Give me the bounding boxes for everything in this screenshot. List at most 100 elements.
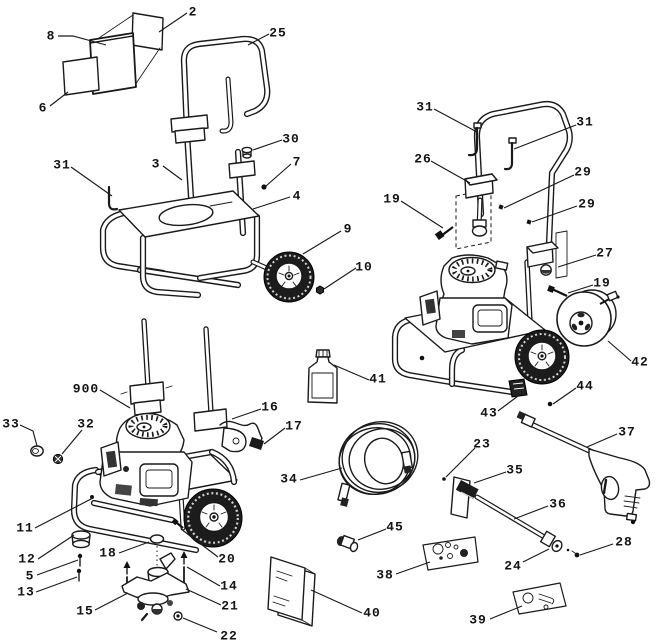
callout-label-2-0: 2 <box>189 5 198 20</box>
callout-label-38-46: 38 <box>376 568 394 583</box>
foot-43 <box>508 378 528 398</box>
callout-label-32-24: 32 <box>77 417 95 432</box>
callout-leader-25-3 <box>247 33 270 46</box>
callout-leader-36-42 <box>513 505 549 520</box>
callout-label-15-33: 15 <box>76 604 94 619</box>
callout-leader-35-41 <box>473 471 507 484</box>
callout-leader-30-4 <box>252 139 283 151</box>
part-callouts: 2862530733149103131262929192719424443900… <box>2 5 649 640</box>
callout-label-39-47: 39 <box>469 613 487 628</box>
figure-cart-frame-exploded <box>62 12 324 303</box>
service-kit-38 <box>422 536 479 571</box>
callout-leader-21-36 <box>185 588 222 606</box>
callout-leader-33-23 <box>19 424 38 447</box>
callout-label-36-42: 36 <box>549 497 567 512</box>
screw-7 <box>261 184 267 190</box>
callout-leader-15-33 <box>94 592 129 611</box>
hook-31 <box>107 185 119 211</box>
hook-31-left <box>467 122 482 157</box>
callout-label-31-7: 31 <box>53 158 71 173</box>
handle-clamp-left <box>120 381 173 416</box>
callout-label-34-27: 34 <box>280 472 298 487</box>
handle-clamp <box>170 114 209 144</box>
bolt-5 <box>77 553 83 567</box>
high-pressure-hose-34 <box>337 421 419 507</box>
callout-leader-39-47 <box>489 605 523 620</box>
oil-bottle-41 <box>307 349 338 404</box>
knob-30 <box>241 146 253 159</box>
callout-label-18-30: 18 <box>99 546 117 561</box>
callout-leader-7-5 <box>265 163 292 187</box>
cap-33 <box>30 445 44 457</box>
frame-foot-bolt <box>419 355 425 361</box>
handle-clamp-right <box>193 408 247 453</box>
callout-label-37-39: 37 <box>618 425 636 440</box>
callout-leader-23-40 <box>445 447 476 478</box>
callout-label-3-6: 3 <box>152 157 161 172</box>
wheel-9 <box>263 251 315 303</box>
callout-label-10-10: 10 <box>355 260 373 275</box>
callout-label-35-41: 35 <box>506 463 524 478</box>
callout-label-41-38: 41 <box>369 372 387 387</box>
bolt-19-upper <box>434 226 454 240</box>
callout-leader-900-22 <box>99 389 131 409</box>
callout-label-42-19: 42 <box>631 355 649 370</box>
gun-wand-tubes <box>474 422 595 541</box>
callout-label-24-44: 24 <box>504 559 522 574</box>
callout-leader-12-29 <box>37 534 75 560</box>
callout-leader-10-10 <box>323 267 357 290</box>
callout-leader-32-24 <box>61 429 83 455</box>
callout-leader-34-27 <box>299 467 343 481</box>
post-bracket <box>228 160 256 179</box>
screw-28 <box>571 550 580 558</box>
callout-label-14-35: 14 <box>220 579 238 594</box>
screw-29-upper <box>498 204 504 210</box>
callout-label-16-25: 16 <box>261 400 279 415</box>
pump-assembly <box>121 551 190 622</box>
callout-leader-37-39 <box>586 433 618 448</box>
callout-label-44-20: 44 <box>576 379 594 394</box>
leg-boss <box>471 219 488 237</box>
callout-label-19-18: 19 <box>593 276 611 291</box>
callout-leader-26-13 <box>430 160 471 184</box>
hook-31-right <box>503 137 517 171</box>
callout-label-11-28: 11 <box>16 521 34 536</box>
callout-label-21-36: 21 <box>221 599 239 614</box>
clamp-26 <box>464 173 498 199</box>
callout-leader-29-14 <box>503 174 575 209</box>
engine-assembly <box>419 254 513 345</box>
callout-label-9-9: 9 <box>344 222 353 237</box>
o-ring-18 <box>149 534 165 566</box>
callout-leader-19-18 <box>567 284 594 294</box>
engine-900 <box>99 412 193 507</box>
decal-plate-2 <box>131 12 164 51</box>
callout-leader-4-8 <box>252 196 291 210</box>
callout-label-25-3: 25 <box>269 26 287 41</box>
callout-leader-31-11 <box>433 108 478 133</box>
callout-label-30-4: 30 <box>282 132 300 147</box>
callout-label-4-8: 4 <box>293 189 302 204</box>
figure-engine-handle-reel <box>391 100 620 407</box>
coupler-24 <box>539 530 570 553</box>
callout-leader-22-37 <box>182 617 218 633</box>
callout-label-22-37: 22 <box>220 629 238 640</box>
hose-reel-42 <box>556 289 620 347</box>
callout-leader-20-34 <box>180 528 219 558</box>
callout-label-43-21: 43 <box>480 406 498 421</box>
callout-leader-40-48 <box>310 589 363 614</box>
callout-label-40-48: 40 <box>363 606 381 621</box>
callout-leader-38-46 <box>395 561 431 575</box>
bolt-19-lower <box>547 285 568 297</box>
callout-leader-24-44 <box>522 548 550 563</box>
callout-label-12-29: 12 <box>18 552 36 567</box>
callout-label-33-23: 33 <box>2 417 20 432</box>
callout-label-20-34: 20 <box>218 552 236 567</box>
alignment-lines <box>92 14 161 86</box>
figure-accessories <box>267 349 651 627</box>
callout-leader-19-16 <box>400 200 444 229</box>
callout-leader-42-19 <box>607 340 632 362</box>
callout-label-6-2: 6 <box>39 101 48 116</box>
spray-gun-37 <box>516 411 651 525</box>
nut-22 <box>173 611 183 621</box>
callout-leader-44-20 <box>552 387 577 405</box>
